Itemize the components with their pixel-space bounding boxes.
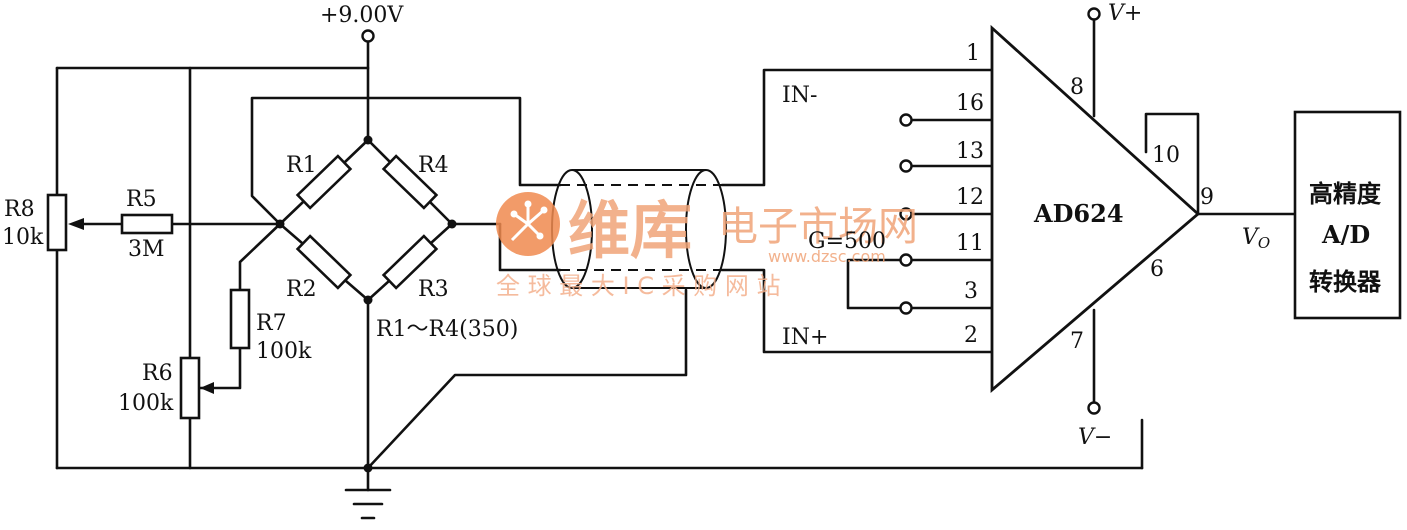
r5-value: 3M [128, 237, 165, 262]
vminus-label: V− [1078, 425, 1112, 450]
adc-line-2: A/D [1321, 220, 1370, 249]
r7-value: 100k [256, 339, 312, 364]
ad624-amplifier [990, 24, 1201, 394]
pin-6: 6 [1150, 257, 1164, 282]
pin-16: 16 [956, 91, 984, 116]
vout-label: VO [1242, 225, 1270, 252]
resistor-r2 [295, 234, 353, 290]
resistor-r7 [229, 288, 251, 350]
vplus-terminal [1087, 7, 1101, 21]
pin-9: 9 [1200, 185, 1214, 210]
adc-line-1: 高精度 [1309, 179, 1382, 208]
pin-10: 10 [1152, 143, 1180, 168]
r6-wiper-arrow [200, 382, 214, 394]
r6-label: R6 [142, 361, 173, 386]
adc-line-3: 转换器 [1309, 267, 1382, 296]
potentiometer-r8 [46, 193, 68, 252]
pin-13: 13 [956, 139, 984, 164]
watermark: 维库 电子市场网 www.dzsc.com 全 球 最 大 I C 采 购 网 … [496, 192, 918, 300]
resistor-r5 [120, 213, 174, 235]
watermark-brand: 维库 [568, 194, 692, 267]
wires [55, 18, 1297, 520]
resistor-r3 [381, 234, 439, 290]
wheatstone-bridge [275, 135, 457, 473]
pin-12: 12 [956, 185, 984, 210]
in-plus-label: IN+ [782, 325, 828, 350]
vminus-terminal [1087, 401, 1101, 415]
amplifier-name: AD624 [1033, 199, 1124, 228]
terminals [361, 7, 1101, 415]
pin-1: 1 [966, 41, 980, 66]
r8-label: R8 [4, 197, 35, 222]
vplus-label: V+ [1108, 1, 1142, 26]
r5-label: R5 [126, 187, 157, 212]
pin-8: 8 [1070, 75, 1084, 100]
in-minus-label: IN- [782, 83, 817, 108]
r6-value: 100k [118, 391, 174, 416]
pin-3: 3 [964, 279, 978, 304]
supply-label: +9.00V [320, 3, 404, 28]
r8-value: 10k [2, 225, 44, 250]
r4-label: R4 [418, 153, 449, 178]
adc-box [1293, 110, 1402, 320]
labels: +9.00V R1 R4 R2 R3 R1～R4(350) R5 3M R8 1… [2, 1, 1382, 450]
bridge-note: R1～R4(350) [376, 317, 518, 342]
resistor-r4 [381, 154, 439, 210]
r8-wiper-arrow [68, 218, 84, 230]
watermark-url: www.dzsc.com [768, 247, 886, 266]
watermark-tagline: 全 球 最 大 I C 采 购 网 站 [496, 272, 781, 300]
watermark-site-name: 电子市场网 [718, 204, 918, 250]
r1-label: R1 [286, 153, 317, 178]
resistor-r1 [295, 154, 353, 210]
supply-terminal [361, 29, 375, 43]
resistors [46, 193, 251, 420]
pin-2: 2 [964, 323, 978, 348]
potentiometer-r6 [179, 356, 201, 420]
r2-label: R2 [286, 277, 317, 302]
pin-7: 7 [1070, 329, 1084, 354]
gain-label: G=500 [808, 229, 886, 254]
r7-label: R7 [256, 311, 287, 336]
r3-label: R3 [418, 277, 449, 302]
pin-11: 11 [956, 231, 984, 256]
